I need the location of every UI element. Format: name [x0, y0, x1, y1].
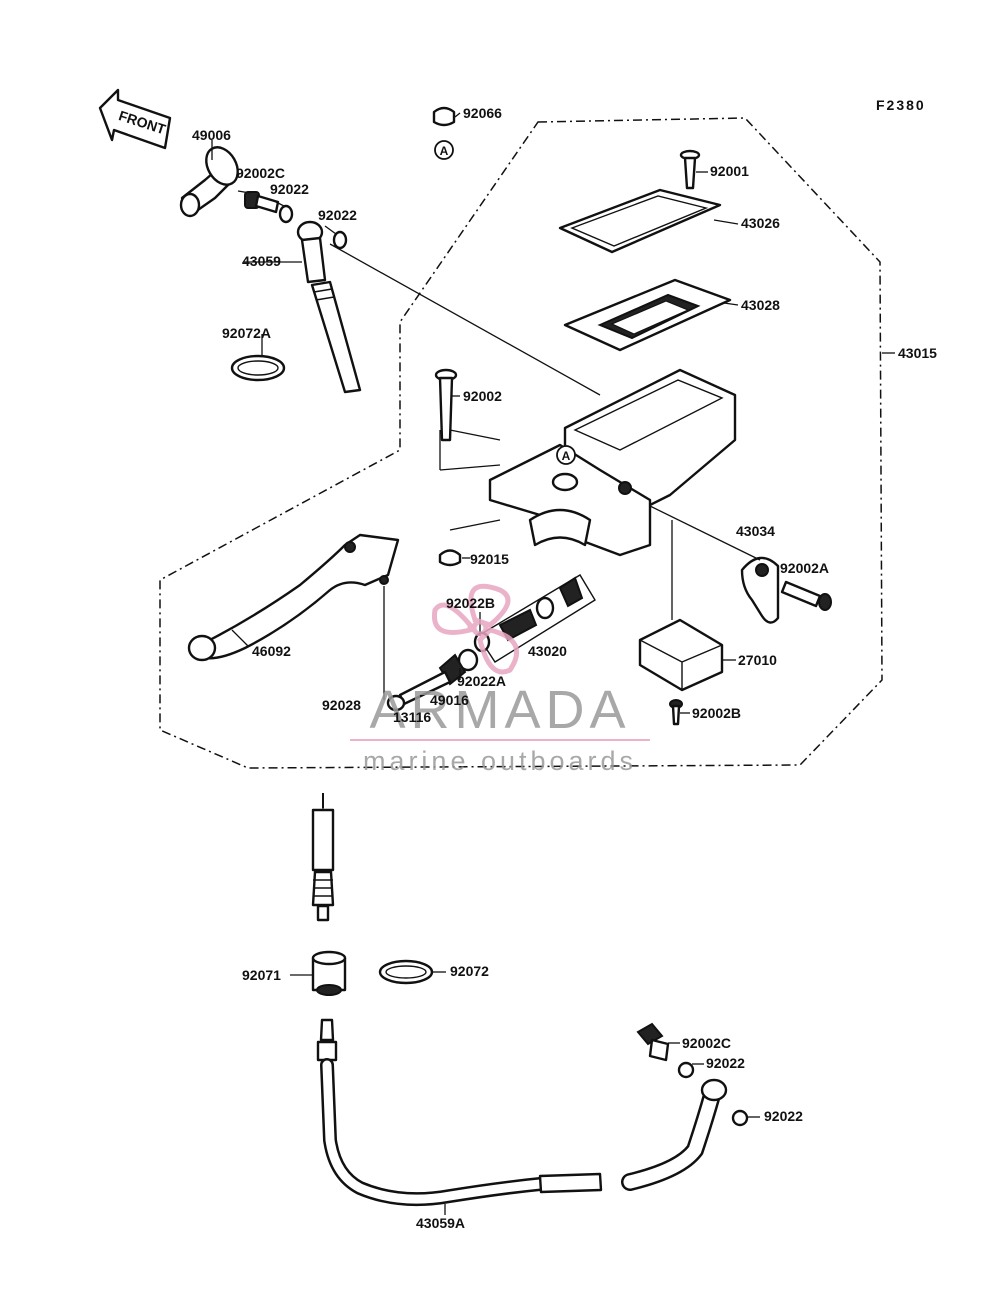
svg-text:A: A	[562, 449, 571, 463]
part-92022-washer-b	[332, 230, 348, 250]
label-92002: 92002	[463, 388, 502, 404]
part-hose-lower-elbow	[621, 1078, 728, 1191]
part-labels: 49006 92002C 92022 92022 43059 92072A 92…	[192, 105, 937, 1231]
part-92071-boot	[311, 950, 347, 996]
part-43059A-hose	[316, 1018, 603, 1207]
front-arrow-icon: FRONT	[98, 88, 172, 150]
label-92022B: 92022B	[446, 595, 495, 611]
part-92022-washer-d	[731, 1109, 749, 1127]
label-92022A: 92022A	[457, 673, 506, 689]
label-92002A: 92002A	[780, 560, 829, 576]
part-92001-screw	[679, 149, 701, 190]
part-92002B-screw	[669, 699, 683, 726]
part-92002A-bolt	[780, 580, 832, 611]
part-43028-diaphragm	[563, 278, 732, 352]
part-92022-washer-c	[677, 1061, 695, 1079]
part-92015-plug	[438, 549, 462, 567]
label-49016: 49016	[430, 692, 469, 708]
label-43034: 43034	[736, 523, 775, 539]
label-43059: 43059	[242, 253, 281, 269]
label-92015: 92015	[470, 551, 509, 567]
part-92002C-bolt-bottom	[636, 1022, 670, 1062]
part-43034-holder	[740, 556, 780, 624]
part-hose-lower-fitting	[311, 793, 335, 922]
part-92072A-clamp	[230, 354, 286, 382]
label-92002C-bottom: 92002C	[682, 1035, 731, 1051]
part-92028-pin	[386, 694, 406, 712]
leader-lines	[211, 112, 895, 1215]
part-27010-switch	[638, 618, 724, 692]
label-43020: 43020	[528, 643, 567, 659]
label-92002C-top: 92002C	[236, 165, 285, 181]
part-43015-reservoir-body	[488, 368, 737, 557]
label-92066: 92066	[463, 105, 502, 121]
propeller-logo-icon	[431, 583, 520, 675]
watermark-brand: ARMADA	[369, 680, 630, 740]
label-92022-c: 92022	[706, 1055, 745, 1071]
part-92072-clamp	[378, 959, 434, 985]
part-46092-lever	[187, 533, 400, 662]
label-43015: 43015	[898, 345, 937, 361]
label-43028: 43028	[741, 297, 780, 313]
label-92002B: 92002B	[692, 705, 741, 721]
part-92066-cap	[432, 106, 456, 127]
label-92001: 92001	[710, 163, 749, 179]
figure-code: F2380	[876, 97, 926, 113]
ref-marker-a-top: A	[434, 140, 454, 160]
label-92022-b: 92022	[318, 207, 357, 223]
part-43020-piston-kit	[473, 574, 596, 663]
label-13116: 13116	[393, 709, 431, 725]
label-92028: 92028	[322, 697, 361, 713]
svg-text:A: A	[440, 144, 449, 158]
ref-marker-a-body: A	[556, 445, 576, 465]
label-92022-d: 92022	[764, 1108, 803, 1124]
part-92022-washer-a	[278, 204, 294, 224]
label-27010: 27010	[738, 652, 777, 668]
watermark-tagline: marine outboards	[363, 746, 637, 776]
label-43026: 43026	[741, 215, 780, 231]
part-43059-hose	[296, 220, 362, 394]
label-92022-a: 92022	[270, 181, 309, 197]
label-92072: 92072	[450, 963, 489, 979]
label-43059A: 43059A	[416, 1215, 465, 1231]
watermark: ARMADA marine outboards	[350, 583, 650, 776]
part-43026-cover	[558, 188, 722, 254]
label-46092: 46092	[252, 643, 291, 659]
label-92071: 92071	[242, 967, 281, 983]
label-92072A: 92072A	[222, 325, 271, 341]
part-92002C-bolt-top	[244, 191, 280, 214]
label-49006: 49006	[192, 127, 231, 143]
part-49006-cap	[179, 146, 240, 218]
part-92002-bolt	[434, 368, 458, 442]
assembly-boundary	[159, 117, 883, 769]
